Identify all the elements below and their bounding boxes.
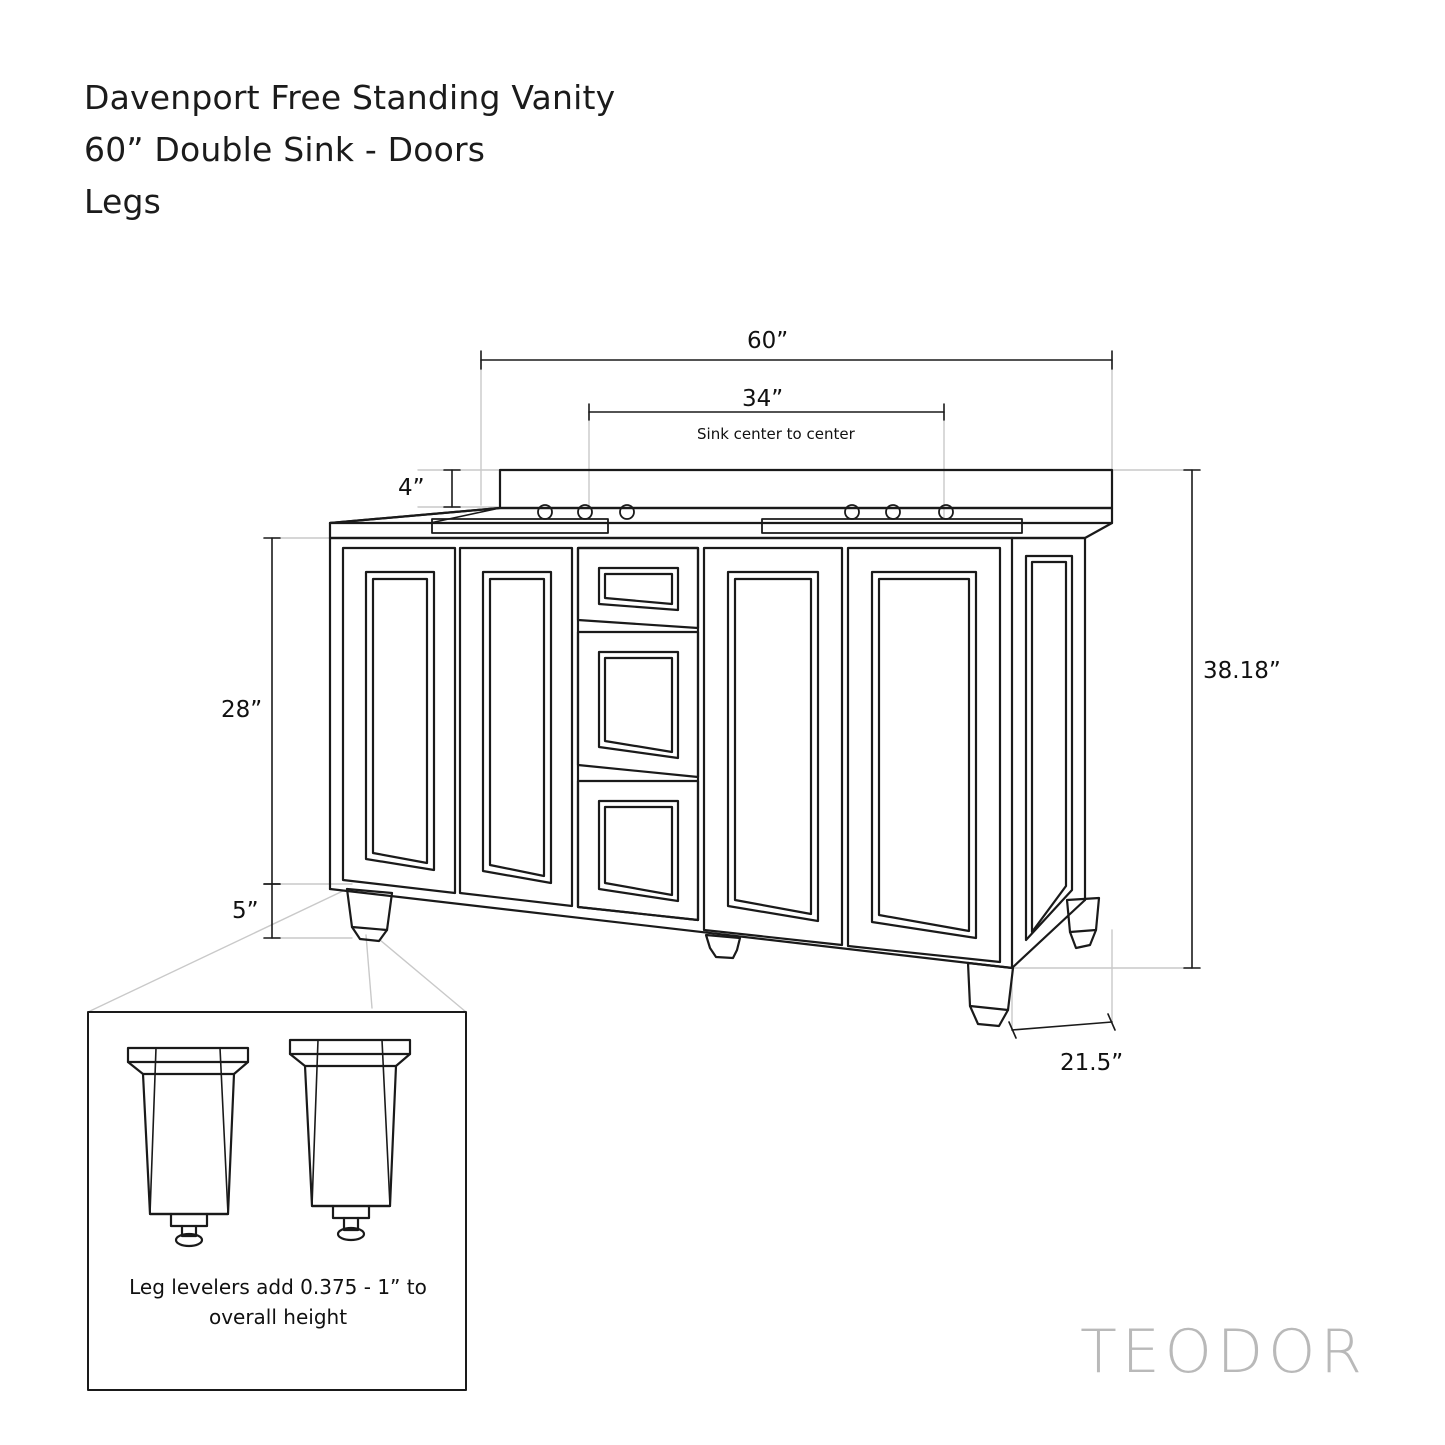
leg-detail-box bbox=[87, 1011, 467, 1391]
leg-detail-left bbox=[126, 1046, 250, 1248]
title-block: Davenport Free Standing Vanity 60” Doubl… bbox=[84, 72, 984, 228]
dimension-label-depth: 21.5” bbox=[1060, 1050, 1124, 1076]
dimension-34 bbox=[588, 403, 945, 421]
brand-logo: TEODOR bbox=[1080, 1317, 1367, 1387]
dimension-label-backsplash: 4” bbox=[398, 475, 425, 501]
sink-cutout-right bbox=[761, 504, 1023, 534]
dimension-38-18 bbox=[1183, 469, 1201, 969]
cabinet-body bbox=[328, 536, 1087, 970]
dimension-5 bbox=[263, 883, 281, 939]
dimension-28 bbox=[263, 537, 281, 885]
cabinet-door-2 bbox=[458, 546, 574, 908]
cabinet-door-1 bbox=[341, 546, 457, 895]
page-title-line-1: Davenport Free Standing Vanity bbox=[84, 78, 616, 117]
leg-front-right bbox=[966, 961, 1015, 1028]
dimension-label-leg-height: 5” bbox=[232, 898, 259, 924]
dimension-21-5 bbox=[1008, 1013, 1116, 1039]
dimension-4 bbox=[443, 469, 461, 508]
page-title-line-3: Legs bbox=[84, 182, 162, 221]
leg-rear-right bbox=[1065, 896, 1101, 950]
dimension-label-width: 60” bbox=[747, 328, 789, 354]
dimension-label-sink-center: 34” bbox=[742, 386, 784, 412]
sink-cutout-left bbox=[431, 504, 635, 534]
cabinet-door-3 bbox=[702, 546, 844, 947]
leg-center bbox=[704, 933, 742, 960]
dimension-label-cabinet-height: 28” bbox=[221, 697, 263, 723]
leg-detail-caption-line-2: overall height bbox=[208, 1305, 348, 1329]
drawer-stack bbox=[576, 546, 700, 922]
dimension-note-sink-center: Sink center to center bbox=[697, 425, 855, 443]
leg-detail-caption-line-1: Leg levelers add 0.375 - 1” to bbox=[129, 1275, 427, 1299]
dimension-60 bbox=[480, 350, 1113, 370]
leg-front-left bbox=[345, 887, 394, 943]
page-title-line-2: 60” Double Sink - Doors bbox=[84, 130, 486, 169]
dimension-label-overall-height: 38.18” bbox=[1203, 658, 1281, 684]
leg-detail-caption: Leg levelers add 0.375 - 1” to overall h… bbox=[92, 1272, 464, 1332]
cabinet-door-4 bbox=[846, 546, 1002, 964]
backsplash bbox=[498, 468, 1114, 510]
leg-detail-right bbox=[288, 1038, 412, 1242]
